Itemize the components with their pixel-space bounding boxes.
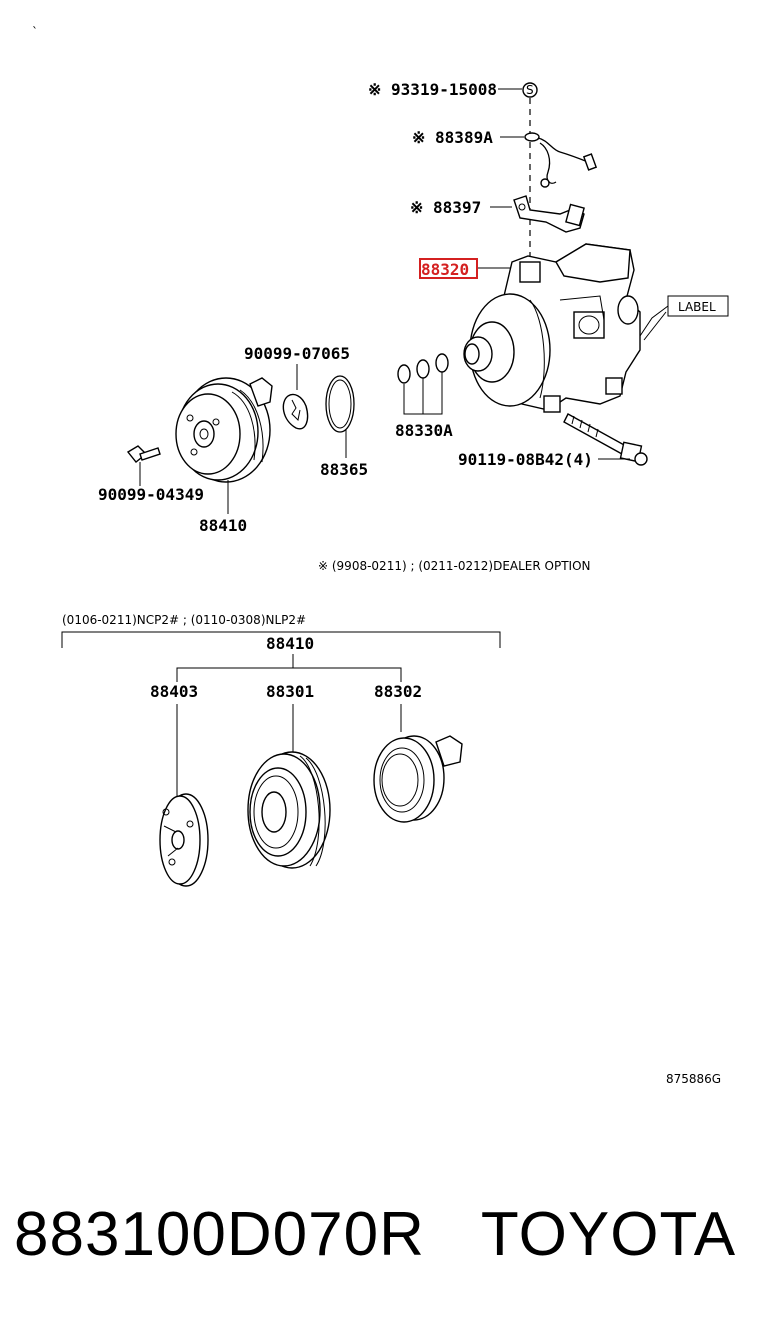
highlight-box-88320 (419, 258, 478, 279)
screw-93319-icon: S (522, 82, 538, 98)
clutch-assembly-88410-icon (175, 377, 273, 483)
label-88330a: 88330A (395, 421, 453, 440)
label-88301: 88301 (266, 682, 314, 701)
hub-plate-88403-icon (159, 793, 209, 887)
label-90099-04349: 90099-04349 (98, 485, 204, 504)
bolt-90119-icon (563, 413, 648, 466)
bolt-90099-04349-icon (126, 445, 161, 463)
label-88403: 88403 (150, 682, 198, 701)
caption-bar: 883100D070R TOYOTA (14, 1192, 754, 1282)
svg-text:S: S (526, 83, 534, 97)
brand-name: TOYOTA (480, 1200, 737, 1269)
shims-88330a-icon (397, 353, 449, 384)
label-88397: ※ 88397 (410, 198, 481, 217)
part-number: 883100D070R (14, 1200, 425, 1269)
sensor-88389a-icon (524, 132, 598, 188)
label-90099-07065: 90099-07065 (244, 344, 350, 363)
compressor-88320-icon (463, 243, 641, 413)
label-90119-08b42: 90119-08B42(4) (458, 450, 593, 469)
retainer-90099-07065-icon (282, 393, 309, 430)
dealer-option-note: ※ (9908-0211) ; (0211-0212)DEALER OPTION (318, 559, 591, 573)
label-88302: 88302 (374, 682, 422, 701)
diagram-code: 875886G (666, 1072, 721, 1086)
label-88365: 88365 (320, 460, 368, 479)
bracket-88397-icon (513, 195, 585, 233)
variant-note: (0106-0211)NCP2# ; (0110-0308)NLP2# (62, 613, 306, 627)
pulley-88301-icon (247, 751, 331, 869)
label-tag-text: LABEL (678, 300, 716, 314)
corner-mark: ` (32, 25, 38, 39)
label-88389a: ※ 88389A (412, 128, 493, 147)
label-88320: 88320 (421, 260, 469, 279)
label-93319-15008: ※ 93319-15008 (368, 80, 497, 99)
field-coil-88302-icon (373, 735, 463, 823)
label-88410-group: 88410 (266, 634, 314, 653)
label-88410-top: 88410 (199, 516, 247, 535)
snap-ring-88365-icon (325, 375, 355, 433)
group-bracket (61, 631, 501, 648)
